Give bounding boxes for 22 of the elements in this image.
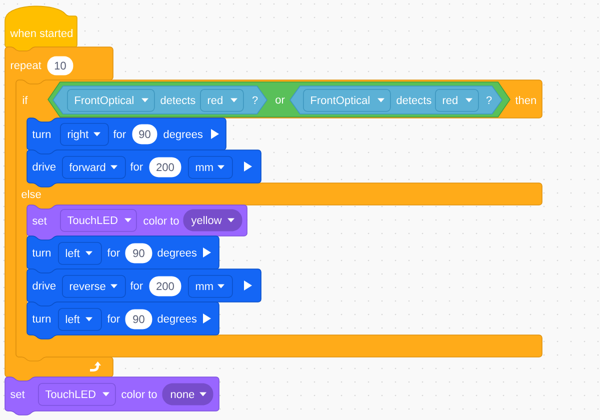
number-field: 10 [47,56,74,76]
dropdown-field: red [435,89,479,112]
dropdown-field: left [58,308,102,331]
dropdown-field: FrontOptical [303,89,391,112]
dropdown-field: TouchLED [60,209,137,232]
dropdown-field: reverse [62,275,126,298]
number-field: 200 [149,157,182,178]
dropdown-field: red [200,89,244,112]
dropdown-field: TouchLED [38,383,116,406]
number-field: 90 [125,309,152,330]
dropdown-field: left [58,242,102,265]
color-dropdown: none [162,383,214,406]
dropdown-field: mm [188,156,233,179]
dropdown-field: FrontOptical [67,89,155,112]
dropdown-field: forward [62,156,126,179]
dropdown-field: mm [188,275,233,298]
number-field: 90 [132,124,158,144]
number-field: 200 [149,276,182,296]
number-field: 90 [125,243,152,264]
hat-block: when started [4,6,78,52]
color-dropdown: yellow [183,209,242,232]
dropdown-field: right [60,123,109,146]
